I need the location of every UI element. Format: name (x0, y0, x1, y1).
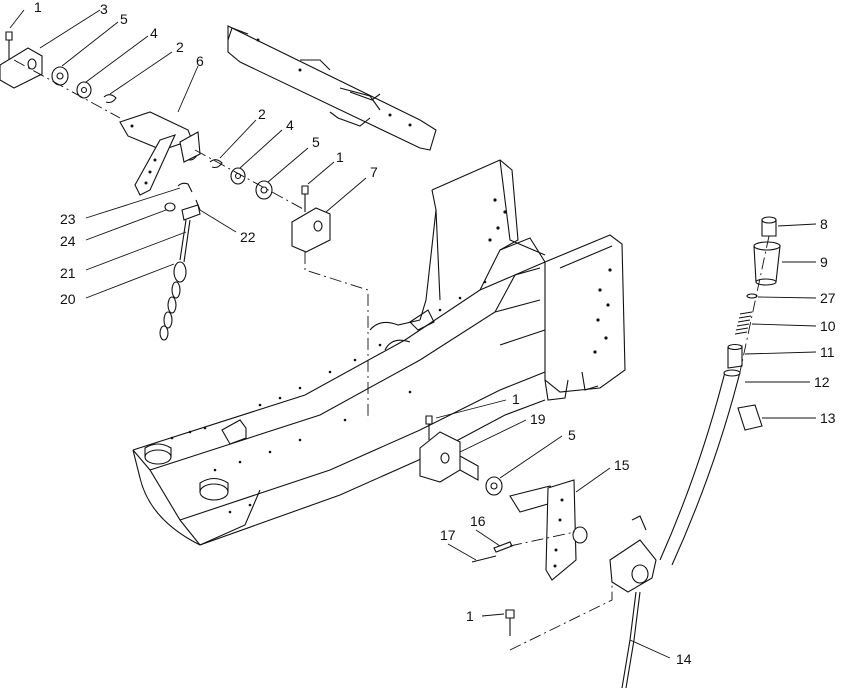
bracket-3 (0, 47, 43, 89)
callout-1: 1 (466, 608, 474, 624)
frame-holes (170, 38, 612, 514)
callout-19: 19 (530, 411, 546, 427)
clip-2-b (209, 159, 223, 169)
callout-6: 6 (196, 53, 204, 69)
ring-27 (746, 293, 758, 299)
callout-9: 9 (820, 254, 828, 270)
pin-17 (471, 555, 497, 563)
callout-4: 4 (150, 25, 158, 41)
callout-15: 15 (614, 457, 630, 473)
callout-7: 7 (370, 164, 378, 180)
callout-23: 23 (60, 211, 76, 227)
callout-21: 21 (60, 265, 76, 281)
callout-5: 5 (312, 134, 320, 150)
callout-12: 12 (814, 374, 830, 390)
callout-10: 10 (820, 318, 836, 334)
chassis-frame (132, 25, 626, 546)
pedal-assembly (419, 415, 657, 651)
callout-2: 2 (176, 39, 184, 55)
lift-arm-assembly (0, 31, 369, 420)
callout-5: 5 (120, 11, 128, 27)
clip-2-a (103, 94, 117, 104)
pivot-22 (181, 204, 201, 221)
bolt-1-b (301, 185, 309, 195)
callout-24: 24 (60, 233, 76, 249)
callout-16: 16 (470, 513, 486, 529)
bolt-1-a (5, 31, 13, 41)
callout-17: 17 (440, 527, 456, 543)
callout-1: 1 (34, 0, 42, 15)
callout-3: 3 (100, 1, 108, 17)
grip-9 (753, 245, 781, 283)
clip-23 (177, 182, 193, 193)
pivot-bracket (609, 539, 657, 593)
callout-20: 20 (60, 291, 76, 307)
callout-13: 13 (820, 410, 836, 426)
washer-24 (164, 202, 176, 212)
callouts: 1 3 5 4 2 6 2 4 5 1 7 23 24 22 21 20 8 9… (34, 0, 836, 667)
callout-5: 5 (568, 427, 576, 443)
chain-20 (159, 261, 187, 341)
callout-11: 11 (820, 344, 835, 360)
lever-assembly (621, 216, 781, 689)
callout-22: 22 (240, 229, 256, 245)
bracket-7 (291, 207, 331, 253)
bolt-1-d (505, 609, 515, 619)
tube-12 (659, 371, 726, 561)
leader-lines (9, 9, 817, 659)
callout-1: 1 (512, 391, 520, 407)
bracket-19 (419, 431, 461, 483)
callout-2: 2 (258, 106, 266, 122)
callout-8: 8 (820, 216, 828, 232)
spring-10 (734, 311, 753, 335)
decal-13 (737, 404, 763, 431)
callout-4: 4 (286, 117, 294, 133)
bolt-1-c (425, 415, 433, 425)
callout-1: 1 (336, 149, 344, 165)
callout-14: 14 (676, 651, 692, 667)
callout-27: 27 (820, 290, 836, 306)
rod-21 (179, 219, 187, 261)
